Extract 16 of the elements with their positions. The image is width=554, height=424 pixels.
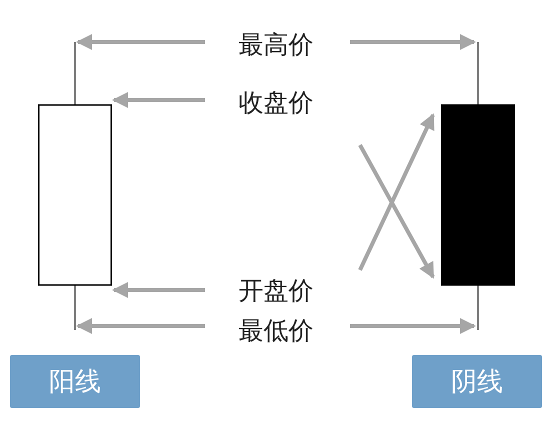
price-label: 最高价 [228, 30, 324, 60]
arrow [76, 318, 205, 334]
candle-type-tag: 阴线 [412, 355, 542, 408]
arrow [112, 92, 205, 108]
price-label: 开盘价 [228, 276, 324, 306]
arrow [350, 34, 476, 50]
arrow [358, 113, 435, 271]
candle-type-tag: 阳线 [10, 355, 140, 408]
arrow [112, 282, 205, 298]
arrow [76, 34, 205, 50]
price-label: 最低价 [228, 316, 324, 346]
candlestick-drawing [38, 42, 112, 330]
price-label: 收盘价 [228, 88, 324, 118]
candlestick-drawing [441, 42, 515, 330]
arrow [350, 318, 476, 334]
arrow [358, 144, 435, 279]
